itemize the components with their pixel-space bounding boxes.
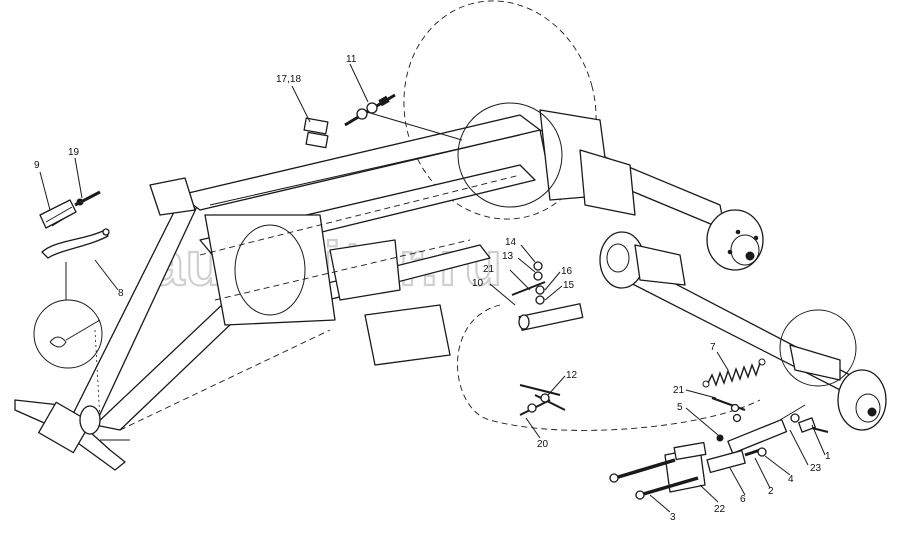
frame-upper-rail [179, 114, 541, 211]
callout-12: 12 [566, 370, 578, 381]
callout-labels: 11 17,18 9 19 8 14 13 21 10 16 15 12 20 … [34, 54, 831, 523]
hitch-eye [79, 405, 101, 435]
callout-22: 22 [714, 504, 726, 515]
part-6-sleeve [706, 449, 746, 474]
callout-23: 23 [810, 463, 822, 474]
axle-lower-bracket [634, 244, 686, 286]
frame-bracket-lower [364, 304, 451, 366]
brake-drum-right [837, 369, 887, 431]
callout-2: 2 [768, 486, 774, 497]
leader-lines [39, 63, 826, 513]
part-12-tee-fitting [519, 384, 566, 416]
part-10-cylinder [518, 303, 584, 331]
linkage-group-outline [457, 304, 761, 431]
wheel-outline [403, 0, 597, 220]
callout-10: 10 [472, 278, 484, 289]
callout-13: 13 [502, 251, 514, 262]
part-3-bolt-a [614, 458, 676, 480]
detail-clip [49, 336, 67, 348]
rear-axle-lower [599, 231, 887, 431]
callout-17-18: 17,18 [276, 74, 301, 85]
callout-5: 5 [677, 402, 683, 413]
callout-3: 3 [670, 512, 676, 523]
part-9-boot [39, 199, 77, 229]
callout-6: 6 [740, 494, 746, 505]
frame-bracket-center [329, 239, 401, 301]
part-7-spring [702, 358, 766, 388]
part-23-lever-cylinder [716, 404, 829, 455]
part-11-bolt-assembly [344, 93, 396, 127]
detail-circle-left [33, 299, 103, 369]
part-4-nut [757, 447, 767, 457]
callout-19: 19 [68, 147, 80, 158]
callout-7: 7 [710, 342, 716, 353]
callout-9: 9 [34, 160, 40, 171]
callout-20: 20 [537, 439, 549, 450]
callout-4: 4 [788, 474, 794, 485]
frame-bracket-front [149, 177, 196, 216]
callout-8: 8 [118, 288, 124, 299]
callout-14: 14 [505, 237, 517, 248]
turntable-ring [234, 224, 306, 316]
callout-1: 1 [825, 451, 831, 462]
detail-circle-upper [457, 102, 563, 208]
part-14-13-nuts [533, 261, 545, 305]
callout-21-lower: 21 [673, 385, 685, 396]
axle-upper-hanger [579, 149, 636, 216]
detail-circle-right [779, 309, 857, 387]
callout-11: 11 [346, 54, 357, 65]
frame-detail-line [209, 134, 521, 206]
part-19-bolt [74, 190, 101, 207]
axle-spring-mount [789, 344, 841, 381]
part-3-bolt-b [639, 476, 699, 497]
part-8-cable [41, 229, 109, 259]
rear-axle-upper [539, 109, 764, 271]
drawbar-frame [69, 114, 541, 431]
callout-16: 16 [561, 266, 573, 277]
turntable-plate [204, 214, 336, 326]
callout-21-upper: 21 [483, 264, 495, 275]
tow-hitch [14, 399, 130, 471]
part-17-18-block [303, 117, 329, 149]
callout-15: 15 [563, 280, 575, 291]
hitch-housing [38, 401, 92, 454]
part-21-rod-lower [711, 397, 746, 423]
